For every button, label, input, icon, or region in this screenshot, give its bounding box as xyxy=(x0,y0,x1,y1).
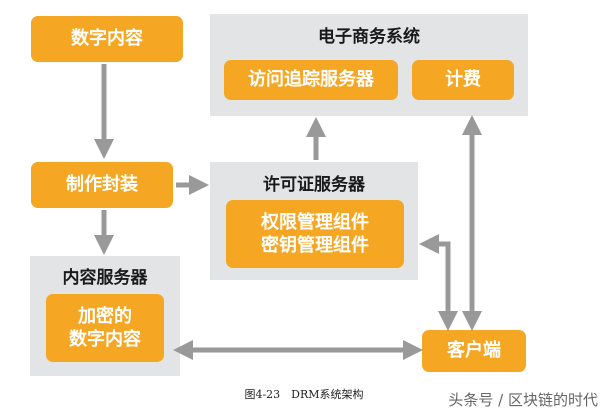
license-server-title: 许可证服务器 xyxy=(263,175,365,195)
rights-management-line-1: 权限管理组件 xyxy=(261,211,369,233)
encrypted-content-line-2: 数字内容 xyxy=(69,329,141,350)
figure-caption: 图4-23 DRM系统架构 xyxy=(244,388,364,401)
billing-box: 计费 xyxy=(412,60,514,100)
content-server-title: 内容服务器 xyxy=(62,268,148,288)
arrow-license-to-client xyxy=(428,241,458,331)
client-label: 客户端 xyxy=(447,340,501,362)
encrypted-content-box: 加密的 数字内容 xyxy=(46,294,164,362)
watermark: 头条号 / 区块链的时代 xyxy=(448,391,598,409)
client-box: 客户端 xyxy=(422,330,526,372)
access-tracking-server-box: 访问追踪服务器 xyxy=(224,60,398,100)
digital-content-box: 数字内容 xyxy=(31,16,183,62)
packaging-label: 制作封装 xyxy=(66,174,138,196)
digital-content-label: 数字内容 xyxy=(71,28,143,50)
rights-management-box: 权限管理组件 密钥管理组件 xyxy=(226,200,404,268)
packaging-box: 制作封装 xyxy=(31,162,173,208)
encrypted-content-line-1: 加密的 xyxy=(78,305,132,327)
billing-label: 计费 xyxy=(445,69,481,91)
access-tracking-server-label: 访问追踪服务器 xyxy=(248,69,374,91)
ecommerce-system-title: 电子商务系统 xyxy=(318,27,420,47)
key-management-line-2: 密钥管理组件 xyxy=(261,235,369,256)
